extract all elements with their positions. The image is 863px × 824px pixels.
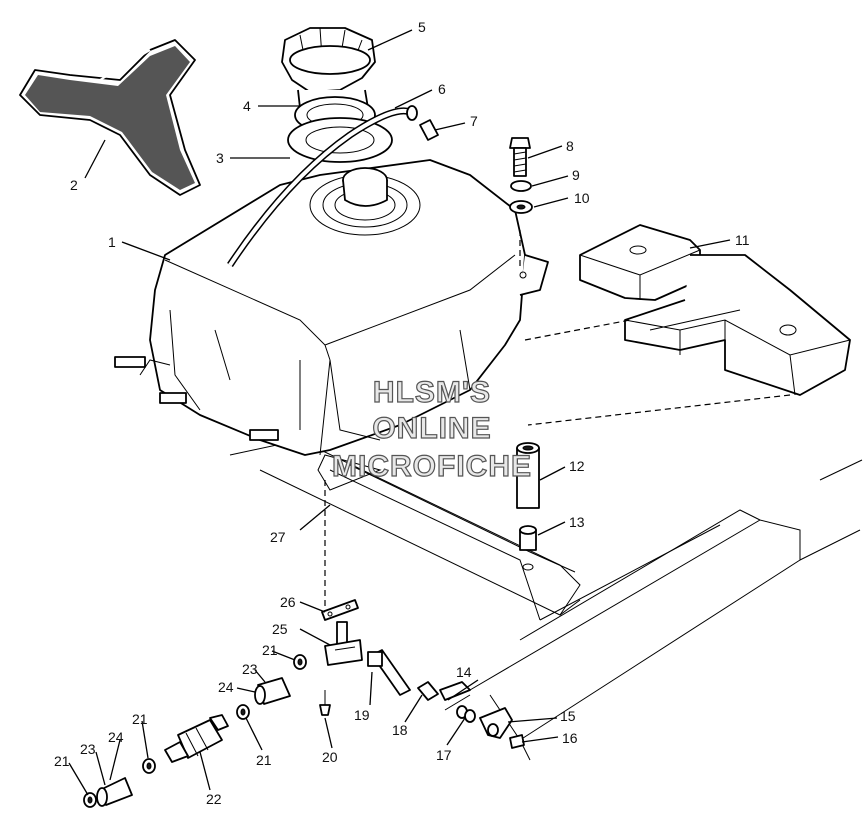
callout-21-left: 21 <box>132 711 148 727</box>
callout-18: 18 <box>392 722 408 738</box>
callout-5: 5 <box>418 19 426 35</box>
watermark-line-1: HLSM'S <box>373 376 491 409</box>
watermark: HLSM'S ONLINE MICROFICHE <box>331 375 532 483</box>
callout-21-bottom: 21 <box>54 753 70 769</box>
callout-7: 7 <box>470 113 478 129</box>
foam-block <box>524 224 851 426</box>
callout-16: 16 <box>562 730 578 746</box>
callout-17: 17 <box>436 747 452 763</box>
fuel-tank <box>114 159 549 491</box>
callout-23-top: 23 <box>242 661 258 677</box>
callout-26: 26 <box>280 594 296 610</box>
foam-pad <box>19 39 201 196</box>
fuel-line <box>83 677 291 808</box>
callout-labels: 1 2 3 4 5 6 7 8 9 10 11 12 13 27 26 25 2… <box>54 19 750 807</box>
callout-23-bottom: 23 <box>80 741 96 757</box>
callout-22: 22 <box>206 791 222 807</box>
fuel-valve-assembly <box>293 480 525 749</box>
callout-24-top: 24 <box>218 679 234 695</box>
fuel-cap <box>281 27 376 134</box>
callout-3: 3 <box>216 150 224 166</box>
watermark-line-3: MICROFICHE <box>332 450 532 483</box>
callout-10: 10 <box>574 190 590 206</box>
callout-13: 13 <box>569 514 585 530</box>
callout-2: 2 <box>70 177 78 193</box>
callout-27: 27 <box>270 529 286 545</box>
callout-20: 20 <box>322 749 338 765</box>
vent-hose <box>227 105 439 267</box>
callout-6: 6 <box>438 81 446 97</box>
callout-8: 8 <box>566 138 574 154</box>
callout-19: 19 <box>354 707 370 723</box>
leader-lines <box>68 29 731 796</box>
callout-4: 4 <box>243 98 251 114</box>
watermark-line-2: ONLINE <box>372 412 491 445</box>
callout-21-top: 21 <box>262 642 278 658</box>
spacer <box>516 442 540 571</box>
callout-25: 25 <box>272 621 288 637</box>
callout-21-mid: 21 <box>256 752 272 768</box>
callout-9: 9 <box>572 167 580 183</box>
callout-12: 12 <box>569 458 585 474</box>
callout-15: 15 <box>560 708 576 724</box>
callout-1: 1 <box>108 234 116 250</box>
bolt-assembly <box>509 137 533 270</box>
callout-14: 14 <box>456 664 472 680</box>
callout-11: 11 <box>735 232 750 248</box>
callout-24-bottom: 24 <box>108 729 124 745</box>
